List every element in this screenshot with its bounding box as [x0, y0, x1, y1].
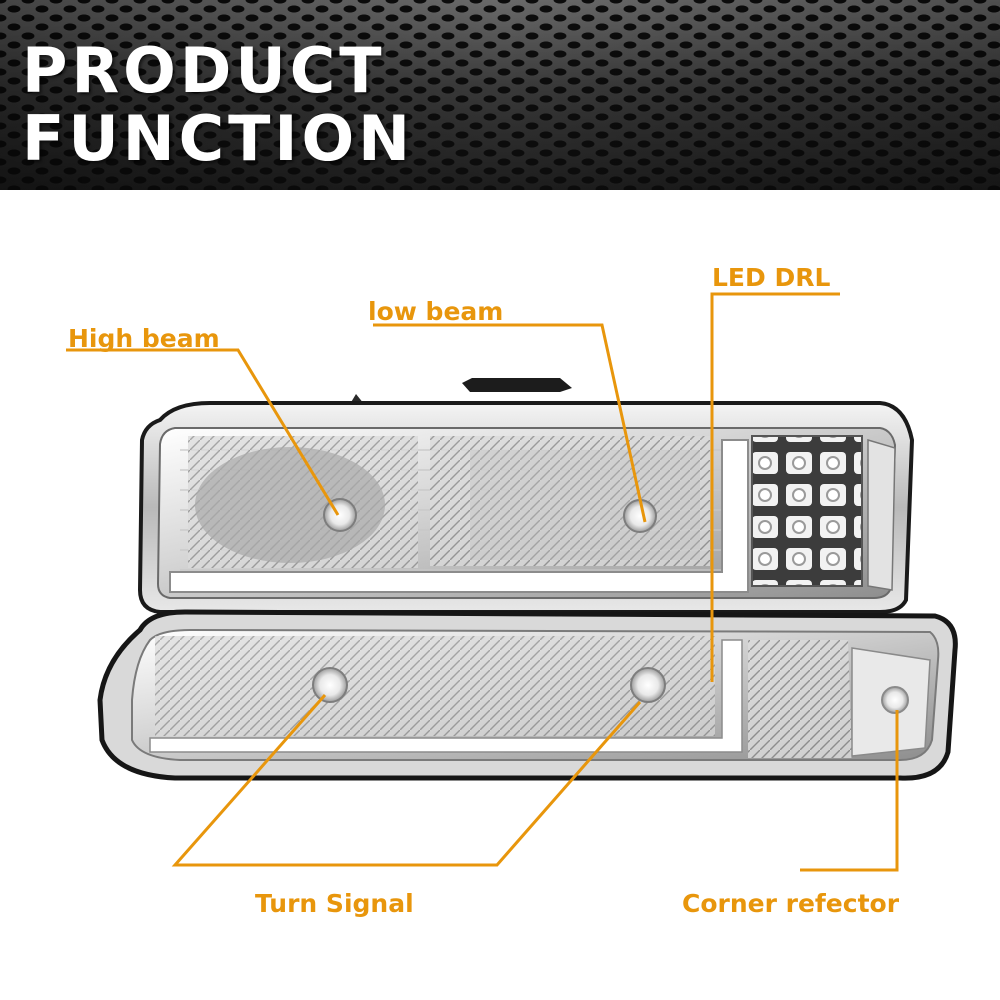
- headlight-unit: [137, 378, 915, 614]
- label-high-beam: High beam: [68, 324, 220, 353]
- label-corner-reflector: Corner refector: [682, 889, 900, 918]
- banner-title-line2: FUNCTION: [22, 102, 415, 175]
- bumper-light-unit: [97, 609, 958, 781]
- banner-title-line1: PRODUCT: [22, 34, 386, 107]
- label-turn-signal: Turn Signal: [255, 889, 414, 918]
- banner-header: PRODUCT FUNCTION: [0, 0, 1000, 190]
- label-low-beam: low beam: [368, 297, 504, 326]
- label-led-drl: LED DRL: [712, 263, 831, 292]
